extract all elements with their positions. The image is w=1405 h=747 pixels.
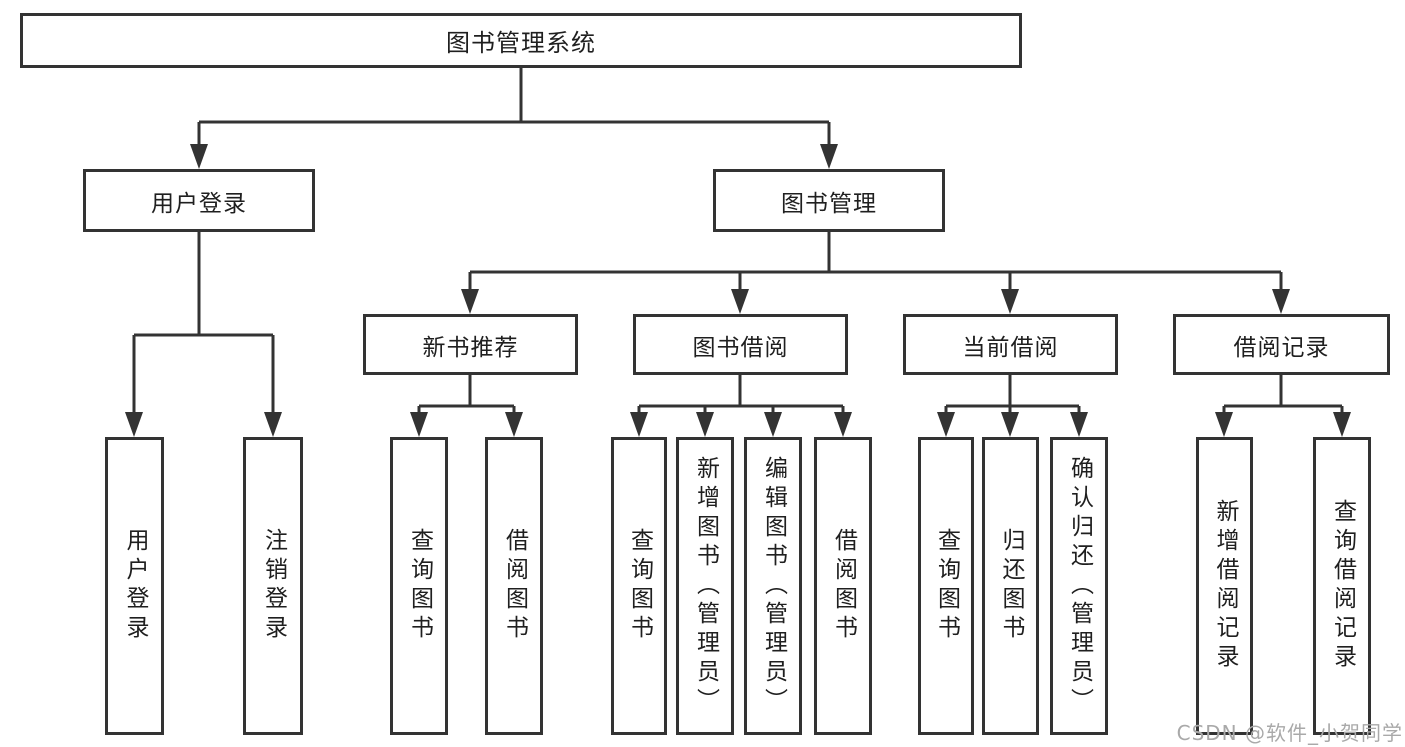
leaf-newrec-query-book-label: 查询图书 — [406, 528, 433, 644]
leaf-edit-book-admin-label: 编辑图书（管理员） — [760, 455, 787, 717]
node-book-borrowing-label: 图书借阅 — [692, 334, 789, 361]
leaf-borrowing-borrow-book: 借阅图书 — [814, 437, 872, 735]
leaf-query-borrow-record-label: 查询借阅记录 — [1329, 499, 1356, 673]
leaf-return-book-label: 归还图书 — [998, 528, 1024, 644]
node-user-login-label: 用户登录 — [151, 190, 247, 217]
leaf-current-query-book: 查询图书 — [918, 437, 974, 735]
leaf-newrec-borrow-book: 借阅图书 — [485, 437, 543, 735]
node-borrow-records-label: 借阅记录 — [1233, 334, 1330, 361]
leaf-add-borrow-record: 新增借阅记录 — [1196, 437, 1253, 735]
leaf-newrec-query-book: 查询图书 — [390, 437, 448, 735]
leaf-edit-book-admin: 编辑图书（管理员） — [744, 437, 802, 735]
node-new-book-recommend: 新书推荐 — [363, 314, 578, 375]
leaf-user-login-label: 用户登录 — [122, 528, 148, 644]
node-user-login: 用户登录 — [83, 169, 315, 232]
csdn-watermark: CSDN @软件_小贺同学 — [1176, 721, 1403, 745]
node-current-borrowing-label: 当前借阅 — [962, 334, 1059, 361]
arrowheads — [125, 144, 1351, 437]
leaf-user-login: 用户登录 — [105, 437, 164, 735]
node-root-system: 图书管理系统 — [20, 13, 1022, 68]
node-root-system-label: 图书管理系统 — [446, 29, 596, 57]
node-book-management-label: 图书管理 — [781, 190, 877, 217]
node-current-borrowing: 当前借阅 — [903, 314, 1118, 375]
node-book-management: 图书管理 — [713, 169, 945, 232]
leaf-add-borrow-record-label: 新增借阅记录 — [1212, 499, 1238, 673]
leaf-current-query-book-label: 查询图书 — [933, 528, 960, 644]
leaf-confirm-return-admin-label: 确认归还（管理员） — [1066, 455, 1093, 717]
leaf-query-borrow-record: 查询借阅记录 — [1313, 437, 1371, 735]
node-borrow-records: 借阅记录 — [1173, 314, 1390, 375]
leaf-borrowing-query-book-label: 查询图书 — [626, 528, 653, 644]
node-new-book-recommend-label: 新书推荐 — [422, 334, 519, 361]
leaf-logout-label: 注销登录 — [260, 528, 287, 644]
node-book-borrowing: 图书借阅 — [633, 314, 848, 375]
leaf-borrowing-borrow-book-label: 借阅图书 — [830, 528, 857, 644]
leaf-borrowing-query-book: 查询图书 — [611, 437, 667, 735]
leaf-add-book-admin-label: 新增图书（管理员） — [692, 455, 719, 717]
leaf-confirm-return-admin: 确认归还（管理员） — [1050, 437, 1108, 735]
leaf-return-book: 归还图书 — [982, 437, 1039, 735]
leaf-newrec-borrow-book-label: 借阅图书 — [501, 528, 528, 644]
leaf-add-book-admin: 新增图书（管理员） — [676, 437, 734, 735]
leaf-logout: 注销登录 — [243, 437, 303, 735]
